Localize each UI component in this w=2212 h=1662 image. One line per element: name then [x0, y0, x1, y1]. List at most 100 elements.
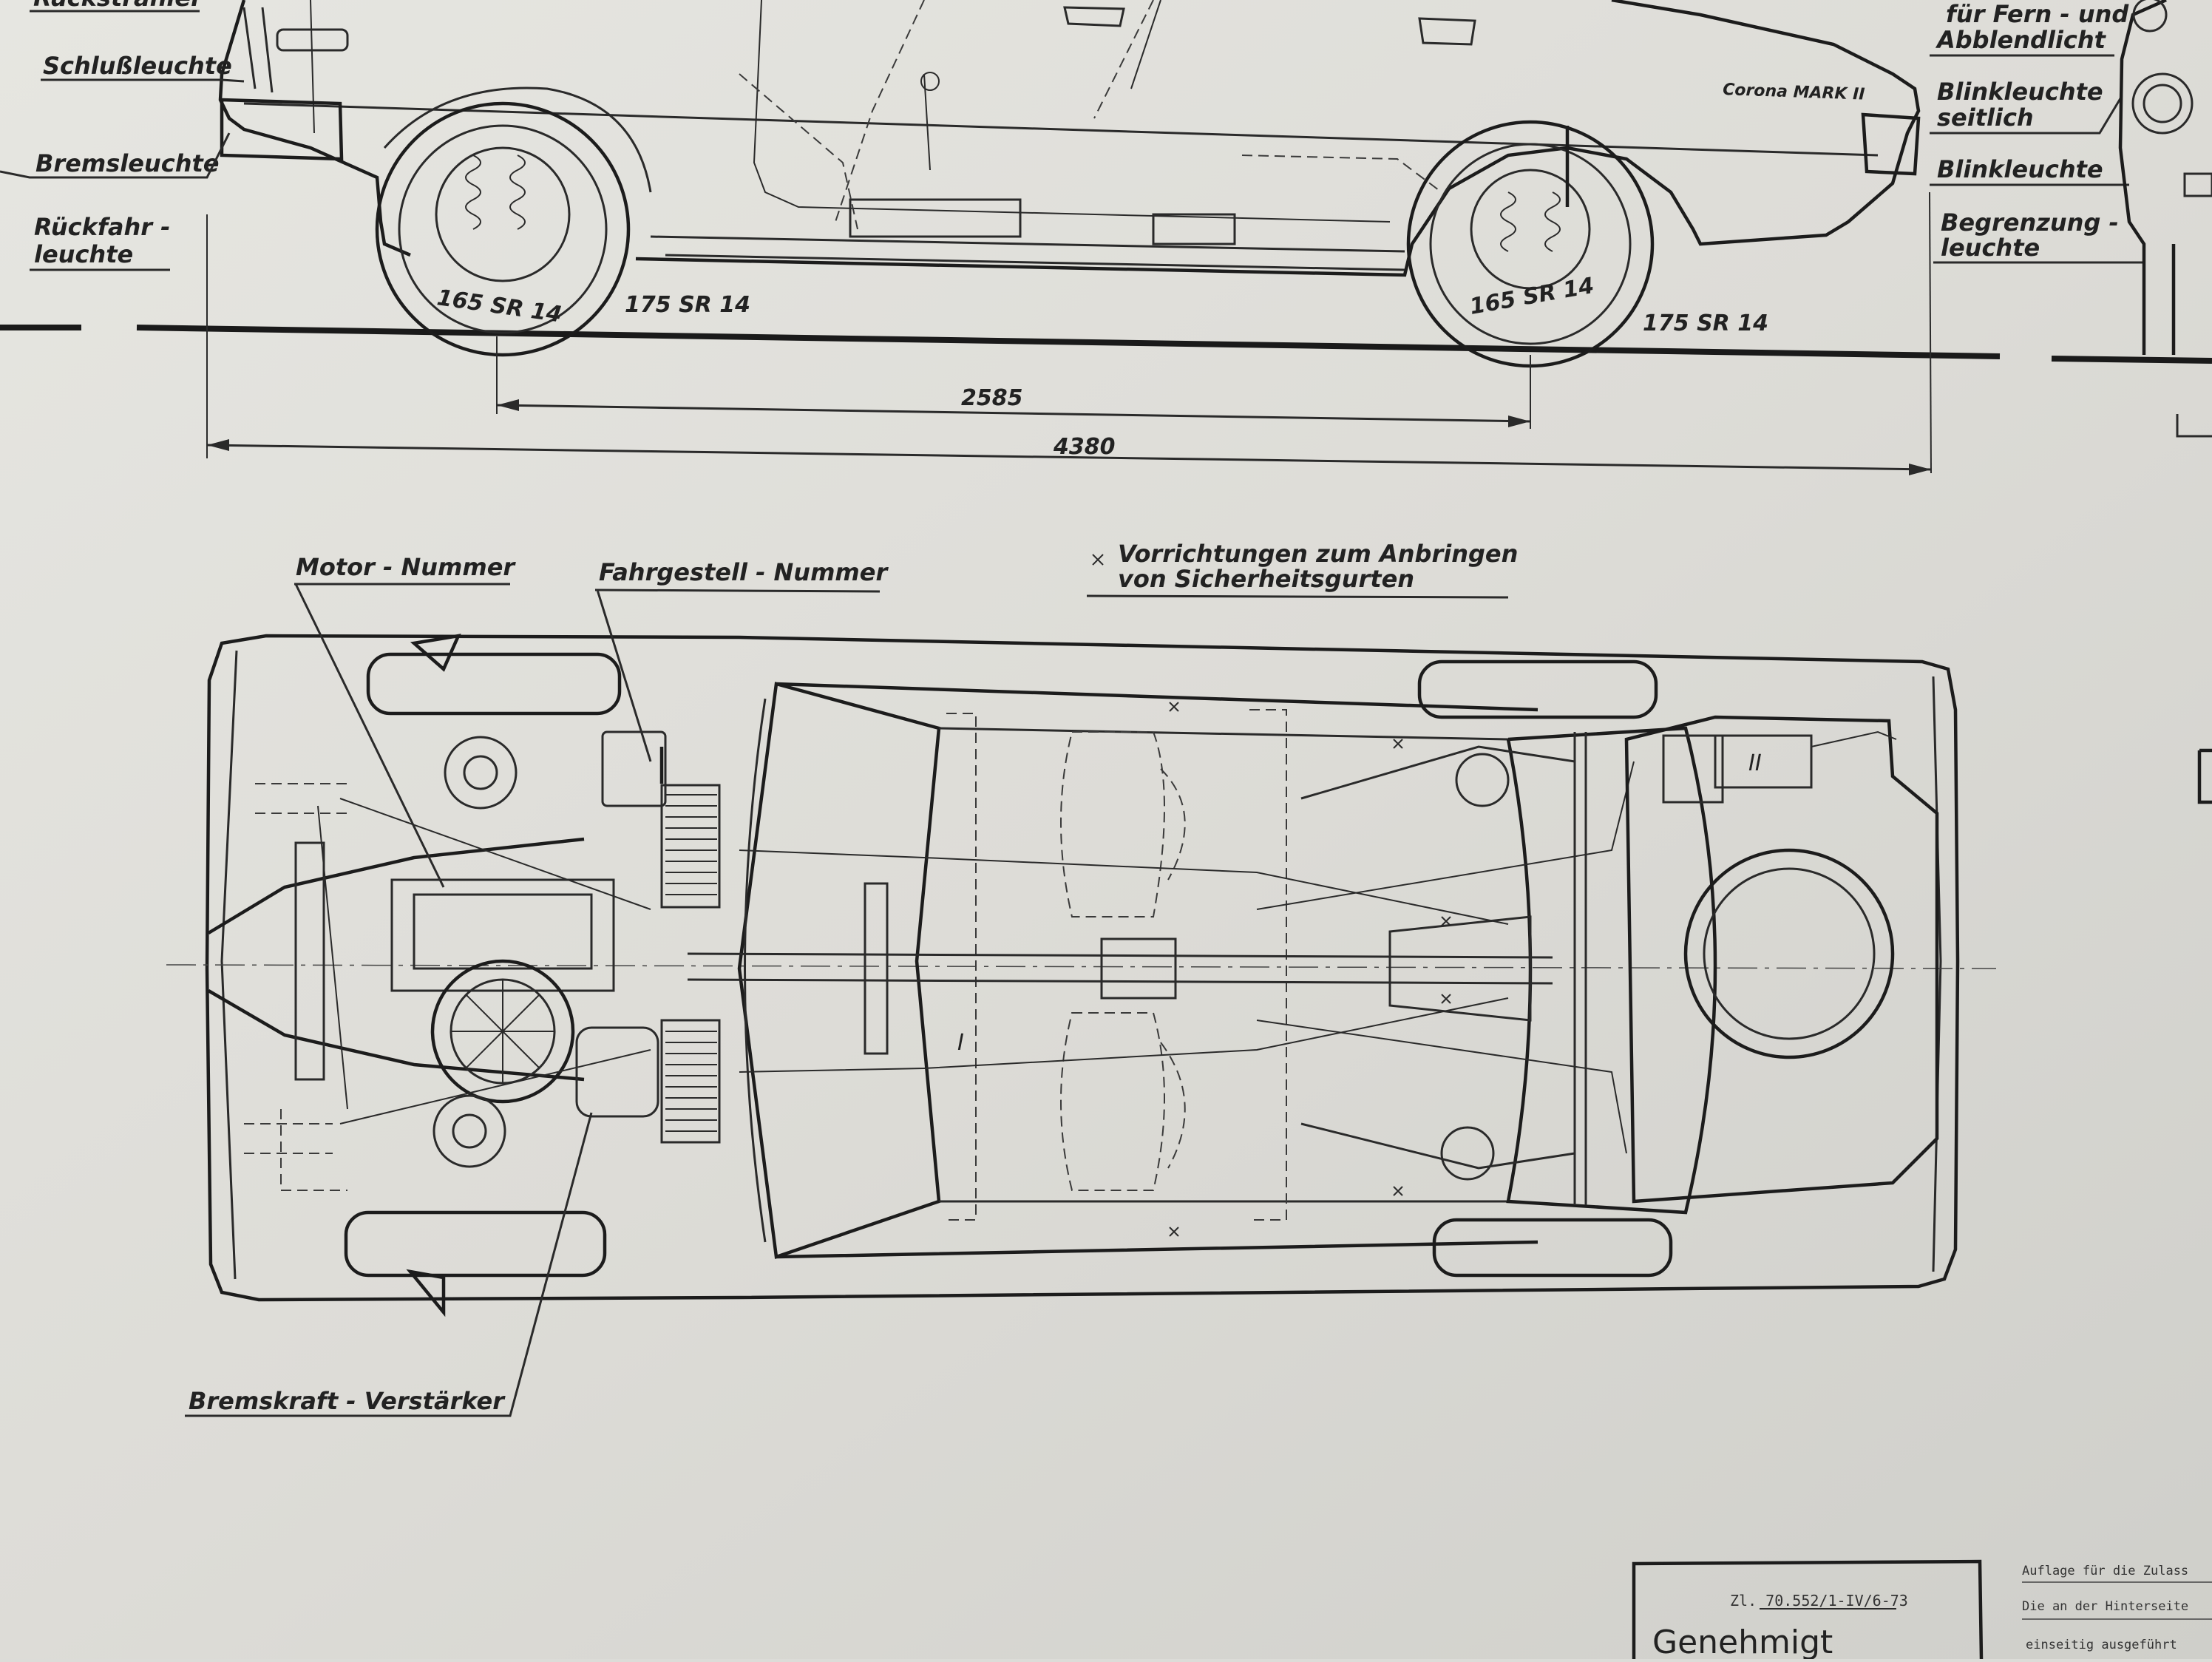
label-blinkleuchte: Blinkleuchte [1937, 155, 2103, 183]
seatbelt-x-marks [1169, 702, 1451, 1237]
rear-wheel-arch [383, 87, 652, 193]
ground-line-main [136, 325, 2001, 359]
side-hidden-lines [835, 0, 1442, 223]
top-front-left-tire [366, 652, 622, 716]
top-front-bumper [220, 650, 238, 1280]
top-view: I II Motor - Nummer Fahrgestell - Nummer… [166, 540, 1997, 1417]
label-rueckstrahler: Rückstrahler [33, 0, 204, 12]
rear-spring [465, 155, 526, 230]
leader-gurte [1086, 594, 1509, 599]
top-brake-lines [739, 849, 1509, 1073]
top-b-pillars [946, 709, 1287, 1221]
top-engine-head [413, 893, 593, 970]
top-fuel-filler [1662, 734, 1724, 804]
top-spare-tire [1683, 848, 1895, 1059]
grille-left-slats [665, 794, 717, 895]
top-rear-left-shock [1455, 753, 1510, 807]
tail-lamp-lines [242, 7, 274, 93]
top-firewall-grille-left [660, 784, 721, 909]
leader-motor-nummer [294, 583, 510, 888]
side-frame-rails [650, 235, 1405, 271]
top-rear-right-shock [1440, 1126, 1495, 1181]
grille-right-frame [660, 1019, 721, 1144]
top-crossmember [864, 882, 889, 1055]
front-brake-disc [1470, 169, 1591, 290]
side-panel-lines [310, 0, 1391, 223]
label-begrenzung-line1: Begrenzung - [1941, 208, 2119, 237]
legend-seatbelt-mark [1092, 554, 1104, 566]
dim-ext-front-end [1929, 191, 1932, 474]
side-view: Rückstrahler Schlußleuchte Bremsleuchte … [0, 0, 2212, 475]
top-flywheel-spokes [451, 980, 554, 1083]
top-rear-window [1506, 726, 1717, 1215]
top-front-left-strut-inner [463, 755, 498, 790]
door-handle-front [1418, 17, 1476, 46]
top-seat-backs [1160, 768, 1186, 1169]
label-begrenzung-line2: leuchte [1941, 234, 2040, 262]
side-transmission [849, 198, 1022, 238]
stamp-approved: Genehmigt [1652, 1624, 1833, 1659]
top-rear-left-tire [1417, 659, 1658, 719]
seatbelt-anchor-marks [1169, 702, 1451, 1237]
label-motor-nummer: Motor - Nummer [296, 553, 516, 581]
top-center-bearing [1100, 937, 1177, 1000]
top-windshield-inner [744, 698, 767, 1243]
label-gurte-line1: Vorrichtungen zum Anbringen [1118, 540, 1518, 568]
note-line-1: Auflage für die Zulass [2022, 1564, 2188, 1578]
top-tailpipe [1811, 730, 1897, 747]
rear-lamp-box [276, 28, 349, 52]
marker-roman-2: II [1748, 750, 1762, 776]
label-fahrgestell-nummer: Fahrgestell - Nummer [599, 558, 889, 586]
label-gurte-line2: von Sicherheitsgurten [1118, 565, 1414, 593]
grille-right-slats [665, 1031, 717, 1132]
top-flywheel [430, 959, 575, 1104]
door-handle-rear [1063, 6, 1125, 27]
top-front-right-strut [432, 1094, 506, 1168]
top-front-right-strut-inner [452, 1113, 487, 1149]
dim-line-wheelbase [496, 404, 1531, 423]
top-rear-bumper [1932, 676, 1942, 1272]
side-hidden-frame [739, 73, 858, 230]
label-bremsleuchte: Bremsleuchte [35, 149, 219, 177]
gear-lever [920, 72, 940, 171]
top-front-right-mirror [406, 1269, 446, 1317]
approval-stamp: Zl. 70.552/1-IV/6-73 Genehmigt [1632, 1559, 1984, 1661]
top-battery-box [601, 730, 667, 807]
label-blink-seitlich-line1: Blinkleuchte [1937, 78, 2103, 106]
leader-fahrgestell-nummer [594, 589, 881, 762]
rear-tire [375, 101, 631, 357]
rear-brake-drum [435, 146, 571, 282]
note-line-3: einseitig ausgeführt [2026, 1638, 2177, 1652]
leader-blink-seitlich [1930, 95, 2123, 135]
top-front-seats [1060, 731, 1165, 1191]
top-centerline [166, 964, 1997, 969]
dim-line-length [206, 444, 1932, 471]
dimension-wheelbase: 2585 [961, 385, 1023, 411]
top-muffler [1714, 734, 1813, 789]
front-view-dimension [2176, 414, 2212, 438]
note-line-2: Die an der Hinterseite [2022, 1599, 2188, 1614]
grille-left-frame [660, 784, 721, 909]
marker-roman-1: I [957, 1030, 964, 1056]
front-tire-inner [1429, 143, 1632, 345]
top-front-nose [207, 837, 585, 1082]
label-rueckfahr-line2: leuchte [34, 240, 133, 268]
leader-schlussleuchte [41, 78, 245, 83]
top-trunk-outline [1624, 715, 1939, 1204]
label-fern-line1: für Fern - und [1946, 0, 2129, 28]
front-view-headlamp-inner [2143, 84, 2182, 123]
top-brake-booster [575, 1026, 659, 1118]
top-propshaft [687, 952, 1553, 985]
rear-bumper-shape [220, 98, 344, 161]
top-front-tie-rods [317, 798, 651, 1125]
ground-line-right [2051, 356, 2212, 364]
side-universal-joint [1152, 213, 1236, 245]
top-front-left-strut [444, 736, 518, 810]
dimension-length: 4380 [1053, 434, 1116, 460]
top-front-right-tire [344, 1210, 607, 1278]
label-bremskraft-verstaerker: Bremskraft - Verstärker [189, 1387, 506, 1415]
right-edge-fragment [2197, 748, 2212, 804]
